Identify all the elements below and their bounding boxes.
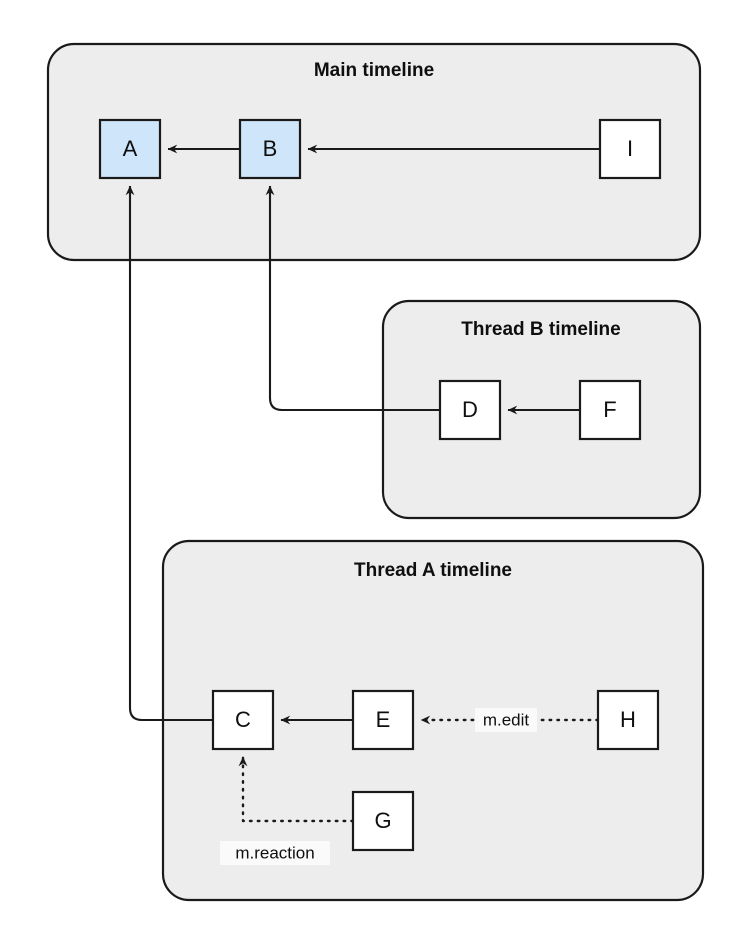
node-label-H: H xyxy=(620,707,636,732)
node-box-F[interactable] xyxy=(578,379,642,441)
event-node-E[interactable]: E xyxy=(351,689,415,751)
event-node-C[interactable]: C xyxy=(211,689,275,751)
node-group: A B I D F C E H G xyxy=(98,118,662,852)
event-node-I[interactable]: I xyxy=(598,118,662,180)
edge-label-text-m-edit: m.edit xyxy=(483,710,530,729)
edge-label-backdrop-m-reaction xyxy=(220,841,330,865)
event-node-F[interactable]: F xyxy=(578,379,642,441)
node-label-D: D xyxy=(462,397,478,422)
event-node-A[interactable]: A xyxy=(98,118,162,180)
edge-label-group: m.edit m.reaction xyxy=(220,708,537,865)
timeline-container-main: Main timeline xyxy=(46,42,702,262)
edge-c-to-a xyxy=(125,185,213,722)
event-node-G[interactable]: G xyxy=(351,790,415,852)
container-title-main: Main timeline xyxy=(314,60,434,81)
node-box-C[interactable] xyxy=(211,689,275,751)
node-box-B[interactable] xyxy=(238,118,302,180)
node-label-A: A xyxy=(123,136,138,161)
event-node-B[interactable]: B xyxy=(238,118,302,180)
container-outline-main xyxy=(46,42,702,262)
node-label-G: G xyxy=(374,808,391,833)
edge-label-backdrop-m-edit xyxy=(475,708,537,732)
node-box-H[interactable] xyxy=(596,689,660,751)
edge-label-m-edit: m.edit xyxy=(475,708,537,732)
node-box-I[interactable] xyxy=(598,118,662,180)
container-title-thread_b: Thread B timeline xyxy=(461,319,620,340)
node-box-A[interactable] xyxy=(98,118,162,180)
event-node-D[interactable]: D xyxy=(438,379,502,441)
edge-label-m-reaction: m.reaction xyxy=(220,841,330,865)
node-box-E[interactable] xyxy=(351,689,415,751)
node-label-F: F xyxy=(603,397,616,422)
edge-label-text-m-reaction: m.reaction xyxy=(235,843,314,862)
node-label-B: B xyxy=(263,136,278,161)
edge-d-to-b xyxy=(265,185,440,412)
node-label-I: I xyxy=(627,136,633,161)
node-box-D[interactable] xyxy=(438,379,502,441)
event-node-H[interactable]: H xyxy=(596,689,660,751)
node-label-E: E xyxy=(376,707,391,732)
edge-g-to-c xyxy=(238,755,355,823)
node-box-G[interactable] xyxy=(351,790,415,852)
container-title-thread_a: Thread A timeline xyxy=(354,560,512,581)
node-label-C: C xyxy=(235,707,251,732)
